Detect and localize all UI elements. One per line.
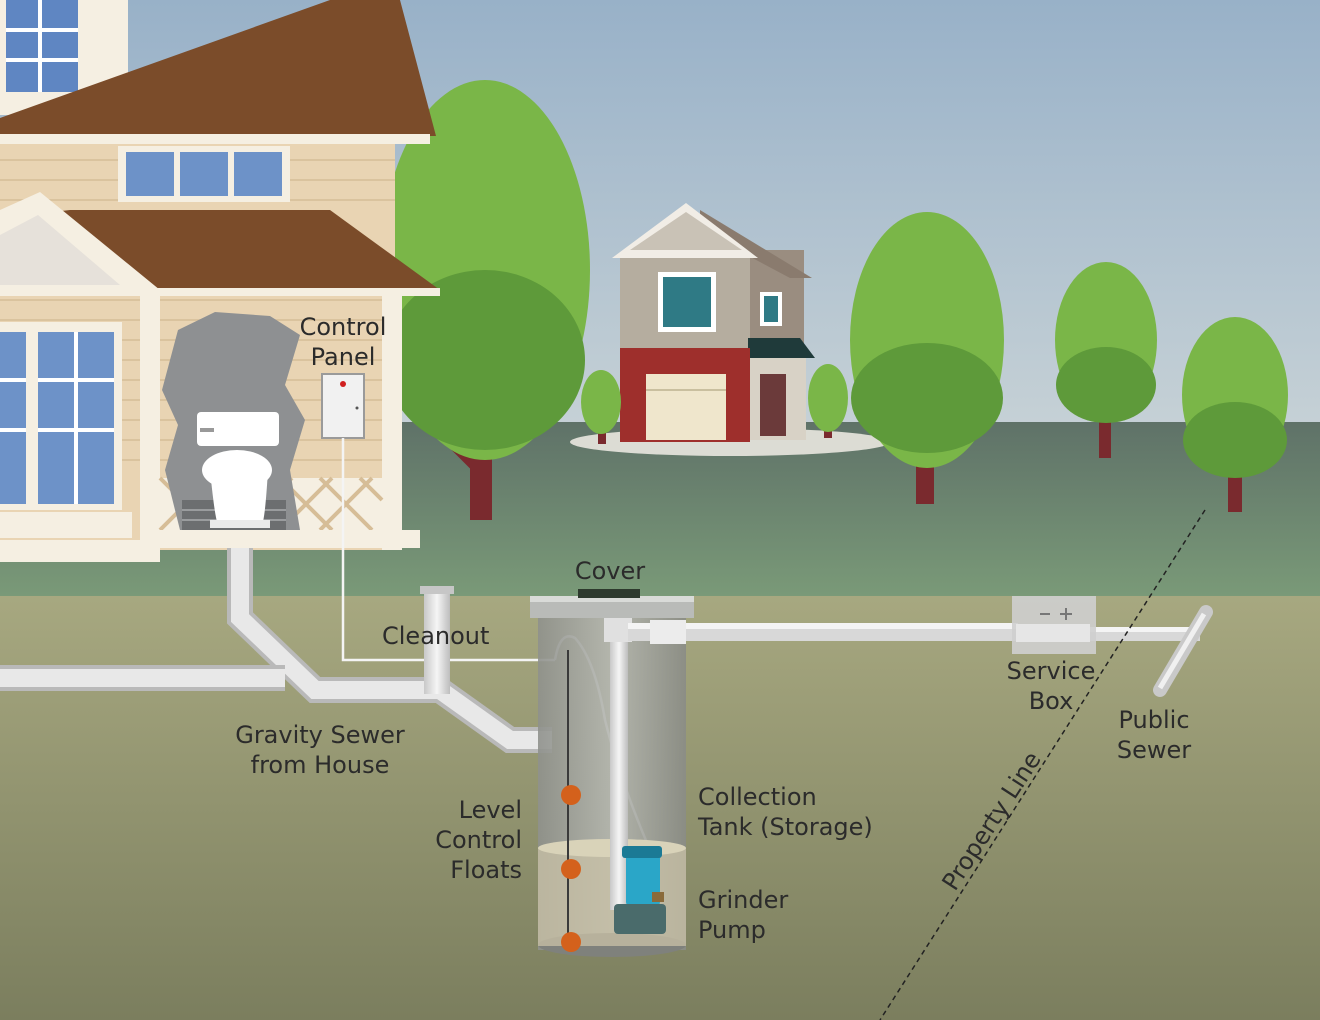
control-panel-label-line1: Control bbox=[299, 313, 387, 341]
toilet-tank bbox=[197, 412, 279, 446]
collection-tank-label-line1: Collection bbox=[698, 783, 817, 811]
grinder-pump-label-line1: Grinder bbox=[698, 886, 789, 914]
gravity-sewer-label: Gravity Sewer from House bbox=[222, 720, 418, 780]
control-panel-label-line2: Panel bbox=[310, 343, 376, 371]
grinder-pump bbox=[614, 846, 666, 934]
collection-tank-label-line2: Tank (Storage) bbox=[698, 813, 873, 841]
cleanout-label: Cleanout bbox=[382, 622, 490, 650]
gravity-sewer-label-line1: Gravity Sewer bbox=[235, 721, 405, 749]
service-box-label-line2: Box bbox=[1028, 687, 1074, 715]
service-box-label-line1: Service bbox=[1006, 657, 1096, 685]
collection-tank-label: Collection Tank (Storage) bbox=[698, 782, 873, 842]
level-control-label-line3: Floats bbox=[450, 856, 522, 884]
bathroom-cutaway bbox=[162, 312, 305, 530]
gravity-sewer-label-line2: from House bbox=[250, 751, 390, 779]
grinder-pump-label: Grinder Pump bbox=[698, 885, 788, 945]
tree-right-2 bbox=[1055, 262, 1157, 458]
grinder-pump-label-line2: Pump bbox=[698, 916, 766, 944]
float-low bbox=[561, 932, 581, 952]
public-sewer-label-line1: Public bbox=[1118, 706, 1190, 734]
tree-right-3 bbox=[1182, 317, 1288, 512]
neighbor-house bbox=[570, 203, 890, 456]
public-sewer-label-line2: Sewer bbox=[1116, 736, 1192, 764]
control-panel-label: Control Panel bbox=[288, 312, 398, 372]
discharge-line bbox=[628, 620, 1200, 644]
service-box bbox=[1012, 596, 1096, 654]
tree-left-large bbox=[380, 80, 590, 520]
level-control-label-line1: Level bbox=[458, 796, 522, 824]
level-control-label-line2: Control bbox=[435, 826, 522, 854]
float-high bbox=[561, 785, 581, 805]
tree-small-2 bbox=[808, 364, 848, 438]
cover-label: Cover bbox=[574, 557, 646, 585]
tree-small-1 bbox=[581, 370, 621, 444]
cleanout-pipe bbox=[420, 586, 454, 694]
tank-cover bbox=[578, 589, 640, 598]
discharge-riser bbox=[610, 620, 628, 910]
service-box-label: Service Box bbox=[1000, 656, 1102, 716]
public-sewer-label: Public Sewer bbox=[1104, 705, 1204, 765]
tree-right-1 bbox=[850, 212, 1004, 504]
property-line bbox=[879, 509, 1206, 1020]
control-panel bbox=[321, 373, 365, 439]
float-mid bbox=[561, 859, 581, 879]
gravity-sewer-pipes bbox=[0, 548, 552, 753]
level-control-floats-label: Level Control Floats bbox=[400, 795, 522, 885]
